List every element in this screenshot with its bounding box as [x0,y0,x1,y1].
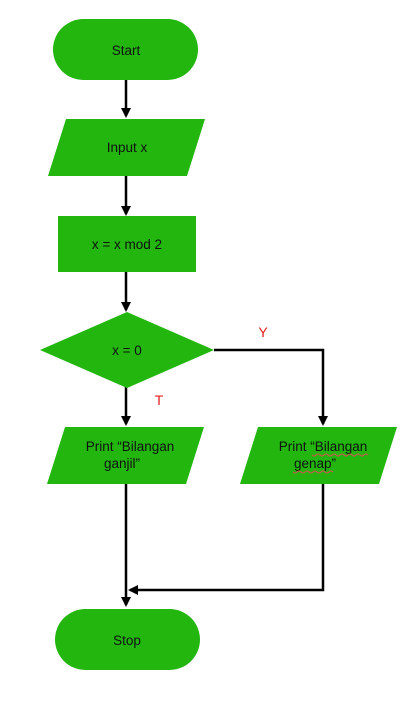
print-odd-label-line2: ganjil” [104,456,140,471]
print-even-label-line1: Print “Bilangan [279,439,368,454]
print-even-parallelogram-shape [240,427,397,484]
process-node: x = x mod 2 [58,216,196,272]
edge-decision-to-print-even [214,348,328,426]
spellcheck-underline-bilangan [311,453,369,457]
edges [121,80,328,607]
stop-terminal-shape [55,609,200,670]
decision-node: x = 0 [40,312,214,388]
input-node: Input x [48,119,205,176]
edge-print-even-to-stop [128,484,325,595]
print-even-label-line2: genap” [294,456,336,471]
stop-label: Stop [113,633,141,648]
input-label: Input x [107,140,148,155]
print-odd-parallelogram-shape [47,427,204,484]
edge-label-yes: Y [258,324,268,340]
print-odd-node: Print “Bilangan ganjil” [47,427,204,484]
start-node: Start [53,19,198,80]
decision-diamond-shape [40,312,214,388]
print-even-node: Print “Bilangan genap” [240,427,397,484]
print-odd-label-line1: Print “Bilangan [86,439,175,454]
edge-label-no: T [155,392,164,408]
start-terminal-shape [53,19,198,80]
decision-label: x = 0 [112,343,142,358]
input-parallelogram-shape [48,119,205,176]
process-rect-shape [58,216,196,272]
process-label: x = x mod 2 [92,237,162,252]
stop-node: Stop [55,609,200,670]
start-label: Start [112,43,141,58]
spellcheck-underline-genap [292,470,334,474]
